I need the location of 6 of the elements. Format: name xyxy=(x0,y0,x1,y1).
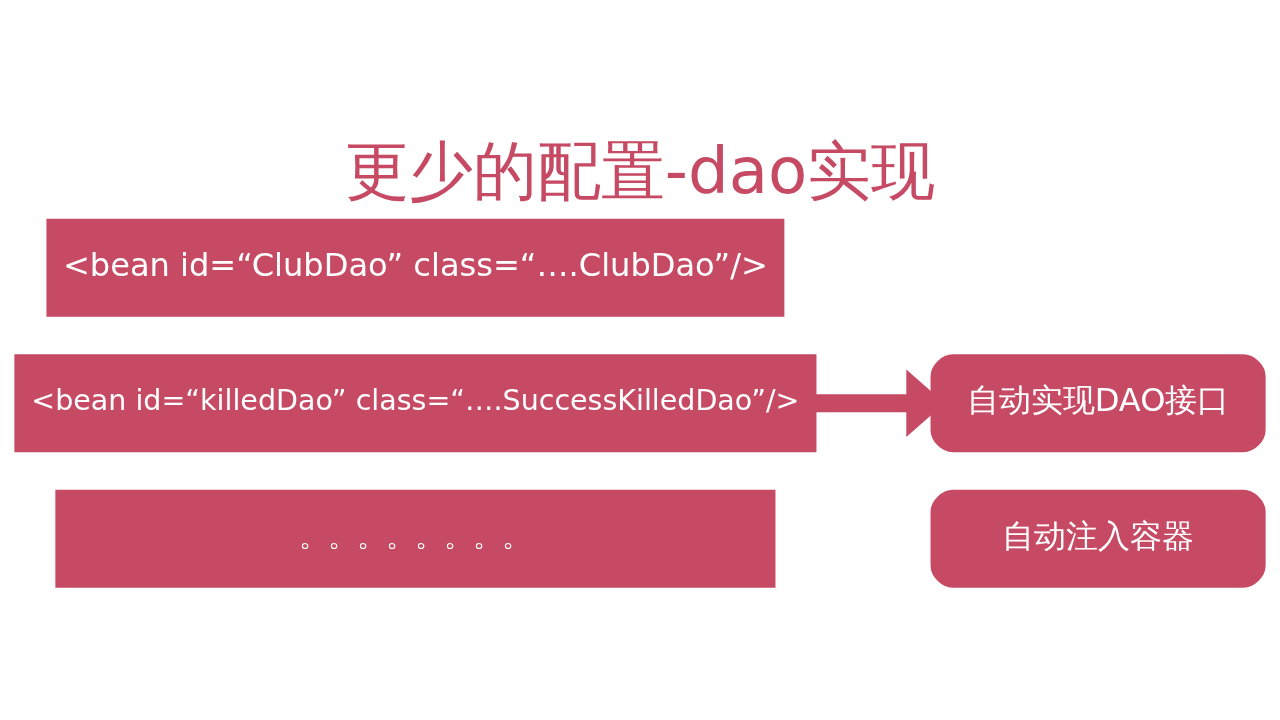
node-box: 自动注入容器 xyxy=(930,489,1266,588)
node-box: <bean id=“ClubDao” class=“….ClubDao”/> xyxy=(46,218,785,317)
diagram-title: 更少的配置-dao实现 xyxy=(344,132,936,208)
node-box: 自动实现DAO接口 xyxy=(930,353,1266,452)
node-box: 。。。。。。。。 xyxy=(55,489,776,588)
node-box: <bean id=“killedDao” class=“….SuccessKilledDao”/> xyxy=(14,353,817,452)
